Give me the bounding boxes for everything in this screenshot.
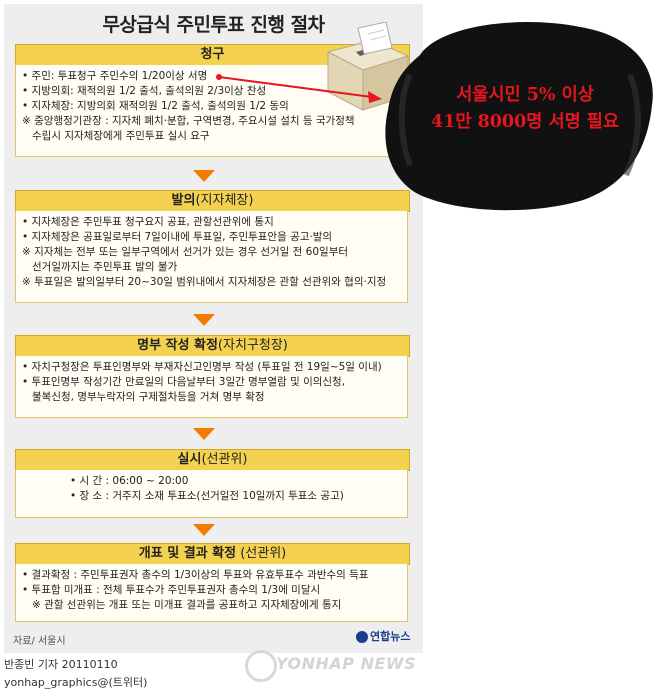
flow-arrow [193,170,215,182]
section-line: • 지자체장은 주민투표 청구요지 공표, 관할선관위에 통지 [22,216,274,228]
credit-twitter: yonhap_graphics@(트위터) [4,676,148,689]
logo-text: 연합뉴스 [370,630,411,643]
callout-brush-blob [385,22,653,211]
section-heading-execution: 실시(선관위) [15,449,410,471]
callout-line-1: 서울시민 5% 이상 [456,85,594,105]
section-line: • 투표인명부 작성기간 만료일의 다음날부터 3일간 명부열람 및 이의신청, [22,376,346,388]
section-heading-label: 개표 및 결과 확정 [138,546,237,561]
section-line: • 지자체장: 지방의회 재적의원 1/2 출석, 출석의원 1/2 동의 [22,100,289,112]
section-body-initiation: • 지자체장은 주민투표 청구요지 공표, 관할선관위에 통지 • 지자체장은 … [15,211,408,303]
section-body-count: • 결과확정 : 주민투표권자 총수의 1/3이상의 투표와 유효투표수 과반수… [15,564,408,622]
callout-line-2: 41만 8000명 서명 필요 [431,112,619,132]
section-heading-count: 개표 및 결과 확정 (선관위) [15,543,410,565]
section-heading-sub: (선관위) [201,452,248,467]
section-line: • 장 소 : 거주지 소재 투표소(선거일전 10일까지 투표소 공고) [70,490,344,502]
section-line: • 시 간 : 06:00 ~ 20:00 [70,475,189,487]
callout-text: 서울시민 5% 이상 41만 8000명 서명 필요 [405,82,645,136]
logo-mark-icon [356,631,368,643]
flow-arrow [193,428,215,440]
source-note: 자료/ 서울시 [13,636,66,647]
section-body-roster: • 자치구청장은 투표인명부와 부재자신고인명부 작성 (투표일 전 19일~5… [15,356,408,418]
section-heading-label: 발의 [171,193,196,208]
section-line: • 투표함 미개표 : 전체 투표수가 주민투표권자 총수의 1/3에 미달시 [22,584,321,596]
section-line: • 주민: 투표청구 주민수의 1/20이상 서명 [22,70,208,82]
section-heading-label: 실시 [177,452,202,467]
section-line: • 지방의회: 재적의원 1/2 출석, 출석의원 2/3이상 찬성 [22,85,267,97]
flow-arrow [193,524,215,536]
section-heading-sub: (자치구청장) [217,338,288,353]
section-body-execution: • 시 간 : 06:00 ~ 20:00 • 장 소 : 거주지 소재 투표소… [15,470,408,518]
section-heading-label: 명부 작성 확정 [137,338,218,353]
section-heading-initiation: 발의(지자체장) [15,190,410,212]
section-line: • 자치구청장은 투표인명부와 부재자신고인명부 작성 (투표일 전 19일~5… [22,361,382,373]
section-line: • 지자체장은 공표일로부터 7일이내에 투표일, 주민투표안을 공고·발의 [22,231,333,243]
watermark-circle-icon [245,650,277,682]
section-heading-sub: (선관위) [236,546,287,561]
section-line: 선거일까지는 주민투표 발의 불가 [32,261,178,273]
section-line: 수립시 지자체장에게 주민투표 실시 요구 [32,130,210,142]
section-line: ※ 지자체는 전부 또는 일부구역에서 선거가 있는 경우 선거일 전 60일부… [22,246,349,258]
section-line: 불복신청, 명부누락자의 구제절차등을 거쳐 명부 확정 [32,391,265,403]
section-line: ※ 투표일은 발의일부터 20~30일 범위내에서 지자체장은 관할 선관위와 … [22,276,387,288]
section-heading-label: 청구 [200,47,225,62]
watermark-text: YONHAP NEWS [276,654,417,673]
credit-reporter: 반종빈 기자 20110110 [4,658,118,671]
flow-arrow [193,314,215,326]
section-line: • 결과확정 : 주민투표권자 총수의 1/3이상의 투표와 유효투표수 과반수… [22,569,369,581]
infographic-title: 무상급식 주민투표 진행 절차 [102,14,325,36]
section-line: ※ 중앙행정기관장 : 지자체 폐치·분합, 구역변경, 주요시설 설치 등 국… [22,115,355,127]
yonhap-logo: 연합뉴스 [356,628,410,644]
section-line: ※ 관할 선관위는 개표 또는 미개표 결과를 공표하고 지자체장에게 통지 [32,599,342,611]
section-heading-sub: (지자체장) [195,193,254,208]
section-heading-roster: 명부 작성 확정(자치구청장) [15,335,410,357]
